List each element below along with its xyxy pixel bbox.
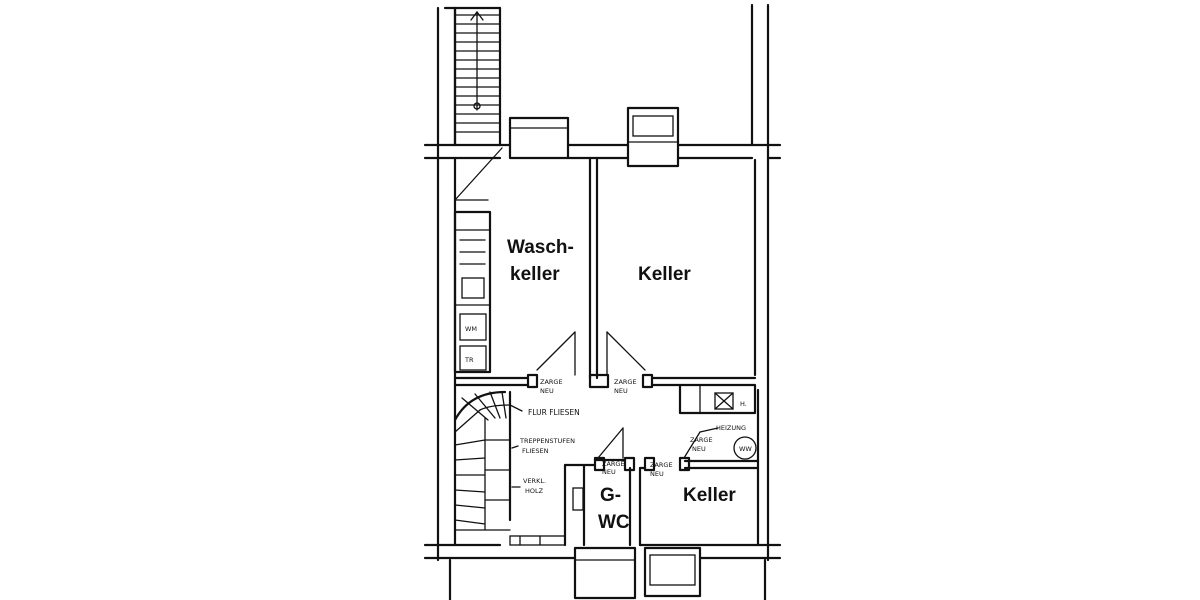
window-top-left <box>508 116 570 160</box>
leader-marks <box>509 404 523 488</box>
annotation-h: H. <box>740 400 747 408</box>
spiral-staircase <box>453 390 512 531</box>
stair-landing-diagonal <box>454 147 503 201</box>
annotation-zarge-5a: ZARGE <box>690 436 713 444</box>
annotation-ww: WW <box>739 445 752 453</box>
annotation-zarge-3a: ZARGE <box>602 460 625 468</box>
annotation-zarge-1a: ZARGE <box>540 378 563 386</box>
water-heater-circle <box>733 436 757 460</box>
annotation-zarge-3b: NEU <box>602 468 616 476</box>
door-small-keller <box>643 427 719 472</box>
room-label-keller-main: Keller <box>638 264 691 285</box>
window-bottom-right <box>643 546 702 598</box>
bottom-wall-detail <box>509 535 566 546</box>
annotation-zarge-2a: ZARGE <box>614 378 637 386</box>
wc-sink <box>572 487 584 511</box>
heating-box <box>714 392 734 410</box>
bottom-wall-extensions <box>448 558 767 600</box>
appliance-column <box>453 210 492 374</box>
room-label-keller-small: Keller <box>683 485 736 506</box>
annotation-zarge-4a: ZARGE <box>650 461 673 469</box>
annotation-zarge-5b: NEU <box>692 445 706 453</box>
door-keller <box>588 331 654 389</box>
annotation-treppenstufen-a: TREPPENSTUFEN <box>519 437 575 445</box>
annotation-zarge-2b: NEU <box>614 387 628 395</box>
interior-walls <box>453 156 760 547</box>
room-label-waschkeller-1: Wasch- <box>507 237 574 258</box>
window-bottom-left <box>573 546 637 600</box>
annotation-verkl-b: HOLZ <box>525 487 544 495</box>
annotation-zarge-1b: NEU <box>540 387 554 395</box>
annotation-verkl-a: VERKL. <box>523 477 546 485</box>
room-label-gwc-1: G- <box>600 485 621 506</box>
window-top-right <box>626 106 680 168</box>
room-label-waschkeller-2: keller <box>510 264 560 285</box>
top-staircase <box>443 6 502 147</box>
door-wc <box>593 427 636 472</box>
annotation-heizung: HEIZUNG <box>716 424 746 432</box>
door-waschkeller <box>526 331 576 389</box>
annotation-flur-fliesen: FLUR FLIESEN <box>528 408 580 417</box>
annotation-zarge-4b: NEU <box>650 470 664 478</box>
annotation-treppenstufen-b: FLIESEN <box>522 447 549 455</box>
room-label-gwc-2: WC <box>598 512 630 533</box>
annotation-wm: WM <box>465 325 477 333</box>
outer-walls <box>423 3 782 562</box>
annotation-tr: TR <box>464 356 474 364</box>
